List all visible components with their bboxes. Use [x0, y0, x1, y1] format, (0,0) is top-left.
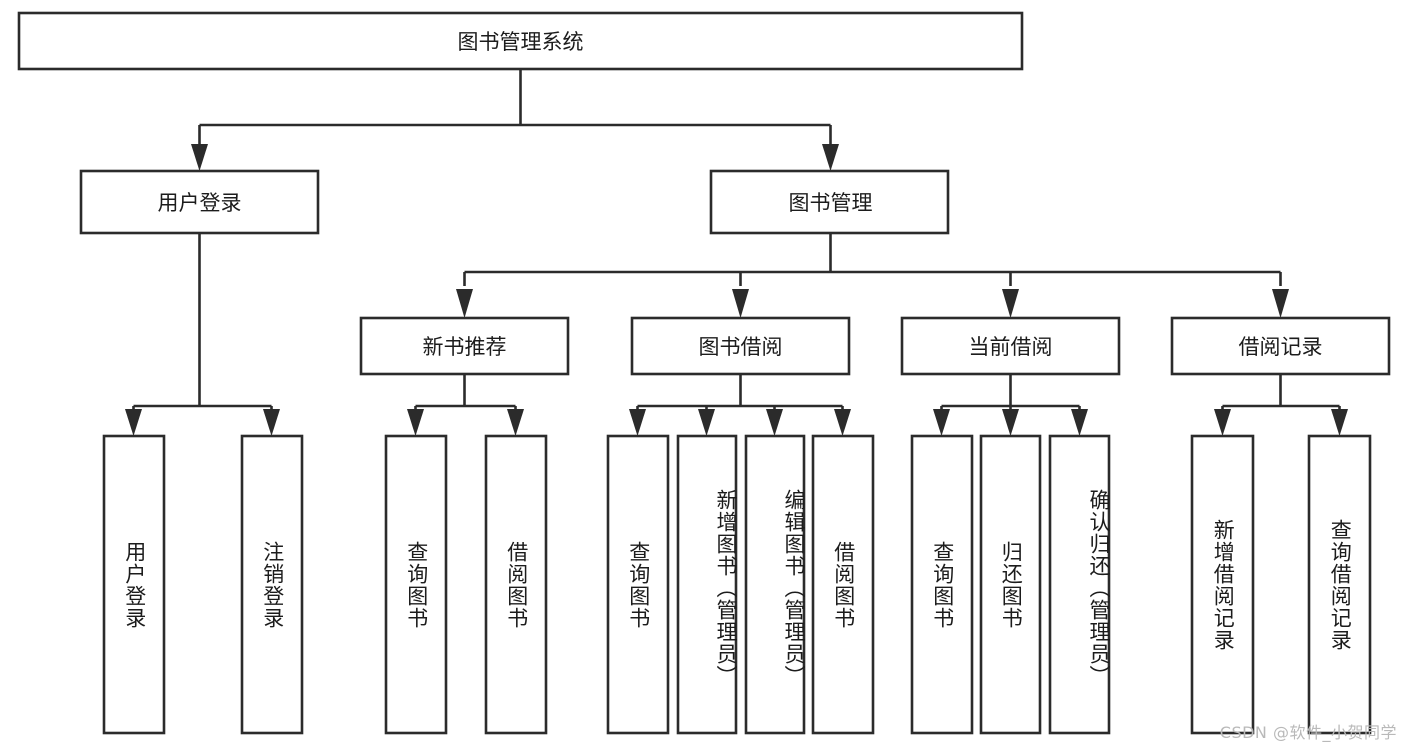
- connector-bookmgmt-to-level3: [456, 233, 1289, 318]
- arrow-head-icon: [698, 409, 715, 436]
- node-box-borrow-record[interactable]: [1170, 316, 1391, 376]
- node-box-leaf-5[interactable]: [676, 434, 738, 735]
- arrow-head-icon: [125, 409, 142, 436]
- node-box-leaf-12[interactable]: [1307, 434, 1372, 735]
- arrow-head-icon: [834, 409, 851, 436]
- connector-newbook-to-leaves: [407, 374, 524, 436]
- node-label-borrow-record: 借阅记录: [1239, 335, 1323, 359]
- node-box-leaf-8[interactable]: [910, 434, 974, 735]
- node-label-current-borrow: 当前借阅: [969, 335, 1053, 359]
- arrow-head-icon: [1071, 409, 1088, 436]
- node-box-root[interactable]: [17, 11, 1024, 71]
- connector-userlogin-to-leaves: [125, 233, 280, 436]
- arrow-head-icon: [263, 409, 280, 436]
- node-box-book-mgmt[interactable]: [709, 169, 950, 235]
- node-box-current-borrow[interactable]: [900, 316, 1121, 376]
- node-box-leaf-10[interactable]: [1048, 434, 1111, 735]
- node-box-leaf-4[interactable]: [606, 434, 670, 735]
- node-label-new-book-rec: 新书推荐: [423, 335, 507, 359]
- node-box-leaf-3[interactable]: [484, 434, 548, 735]
- node-box-user-login[interactable]: [79, 169, 320, 235]
- node-box-leaf-11[interactable]: [1190, 434, 1255, 735]
- node-box-leaf-2[interactable]: [384, 434, 448, 735]
- connector-borrow-to-leaves: [629, 374, 851, 436]
- node-box-leaf-7[interactable]: [811, 434, 875, 735]
- arrow-head-icon: [407, 409, 424, 436]
- node-box-leaf-9[interactable]: [979, 434, 1042, 735]
- watermark-text: CSDN @软件_小贺同学: [1219, 723, 1397, 742]
- arrow-head-icon: [1002, 409, 1019, 436]
- node-label-book-borrow: 图书借阅: [699, 335, 783, 359]
- node-box-leaf-0[interactable]: [102, 434, 166, 735]
- connector-current-to-leaves: [933, 374, 1088, 436]
- arrow-head-icon: [732, 289, 749, 318]
- node-label-user-login: 用户登录: [158, 191, 242, 215]
- arrow-head-icon: [629, 409, 646, 436]
- arrow-head-icon: [1002, 289, 1019, 318]
- node-box-new-book-rec[interactable]: [359, 316, 570, 376]
- connector-root-to-level2: [191, 69, 839, 171]
- arrow-head-icon: [1272, 289, 1289, 318]
- arrow-head-icon: [191, 144, 208, 171]
- node-label-root: 图书管理系统: [458, 30, 584, 54]
- node-label-book-mgmt: 图书管理: [789, 191, 873, 215]
- arrow-head-icon: [933, 409, 950, 436]
- arrow-head-icon: [766, 409, 783, 436]
- node-box-book-borrow[interactable]: [630, 316, 851, 376]
- node-box-leaf-6[interactable]: [744, 434, 806, 735]
- arrow-head-icon: [822, 144, 839, 171]
- arrow-head-icon: [1214, 409, 1231, 436]
- connector-record-to-leaves: [1214, 374, 1348, 436]
- arrow-head-icon: [507, 409, 524, 436]
- node-box-leaf-1[interactable]: [240, 434, 304, 735]
- arrow-head-icon: [456, 289, 473, 318]
- arrow-head-icon: [1331, 409, 1348, 436]
